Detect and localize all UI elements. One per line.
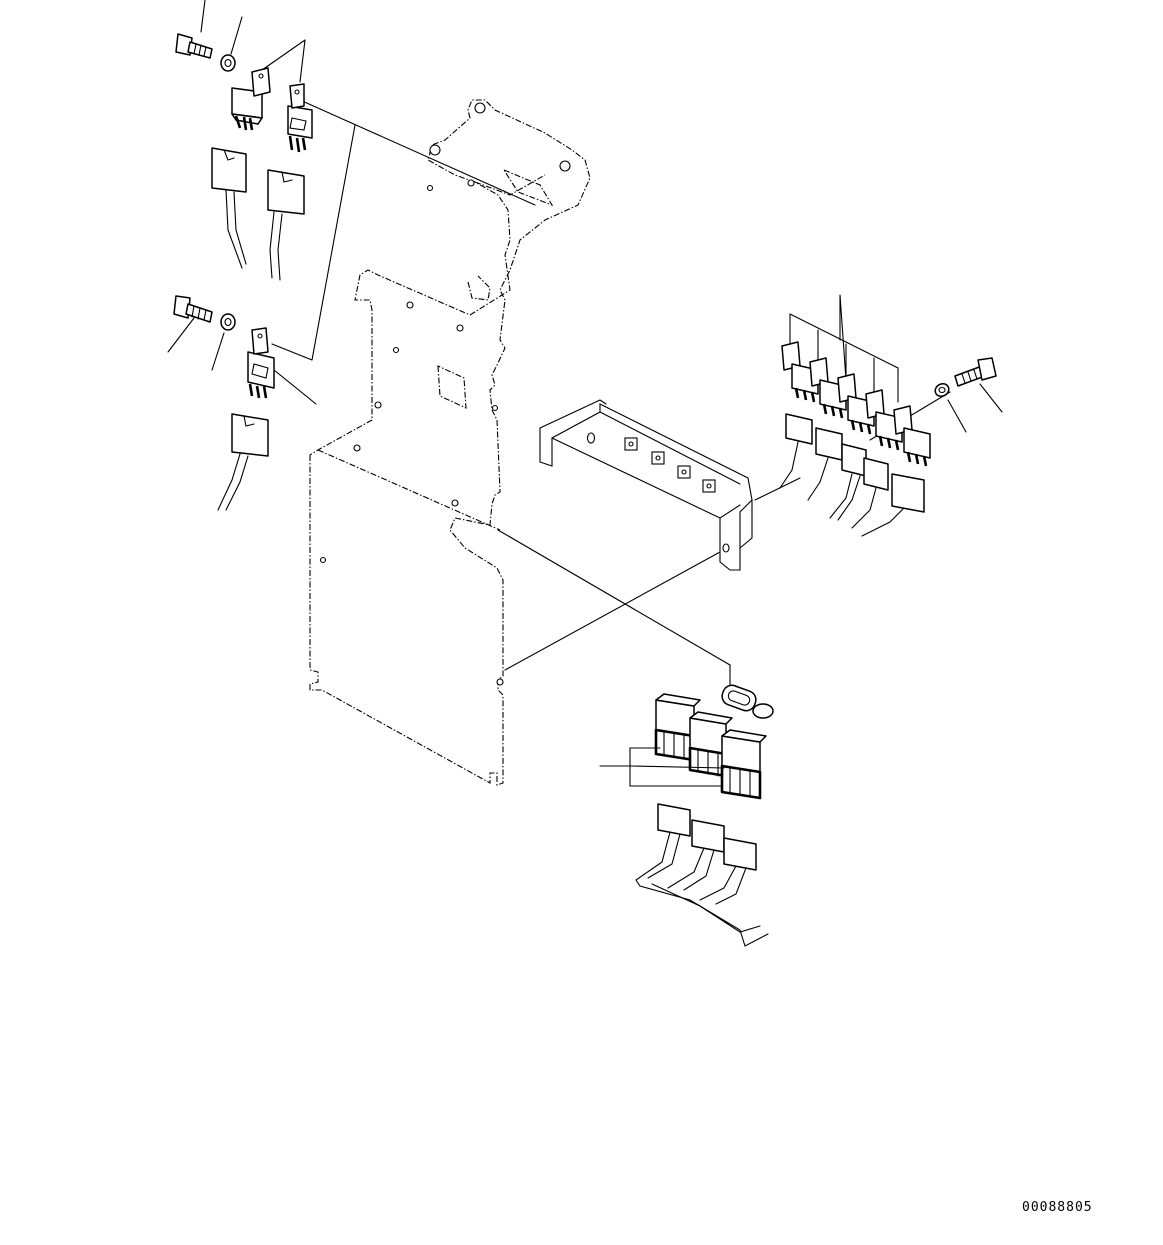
relay-mounting-bracket — [539, 399, 753, 571]
relay-upper-right — [287, 83, 313, 153]
grommet — [721, 684, 774, 719]
relay-right-connectors — [779, 413, 925, 537]
leader-line-bolt-right — [979, 383, 1003, 413]
connector-upper-right — [267, 169, 305, 281]
bolt-middle — [173, 295, 213, 323]
mounting-bracket-plate — [309, 99, 591, 786]
connector-upper-left — [211, 147, 247, 269]
bolt-right — [954, 357, 997, 387]
assembly-lines — [271, 99, 951, 691]
leader-line-bolt-upper — [200, 0, 206, 33]
relay-block-connectors — [635, 803, 769, 947]
relay-block-bottom — [629, 693, 767, 800]
relay-upper-left — [231, 67, 271, 131]
leader-line-relays-upper — [261, 39, 306, 83]
relay-middle — [247, 327, 275, 399]
leader-line-relay-middle — [273, 369, 317, 405]
relay-group-right — [779, 294, 931, 537]
relay-bottom-3 — [720, 729, 767, 800]
washer-upper — [220, 54, 236, 72]
washer-right — [934, 382, 950, 398]
relay-right-5 — [893, 405, 931, 467]
leader-line-washer-right — [947, 399, 967, 433]
leader-line-washer-middle — [211, 332, 225, 371]
leader-line-bolt-middle — [167, 317, 195, 353]
drawing-number: 00088805 — [1022, 1200, 1093, 1215]
relay-bottom-2 — [688, 711, 733, 778]
washer-middle — [220, 313, 236, 331]
connector-middle — [217, 413, 269, 511]
leader-line-washer-upper — [230, 16, 243, 55]
relay-bottom-1 — [654, 693, 701, 762]
bolt-upper — [175, 33, 213, 59]
